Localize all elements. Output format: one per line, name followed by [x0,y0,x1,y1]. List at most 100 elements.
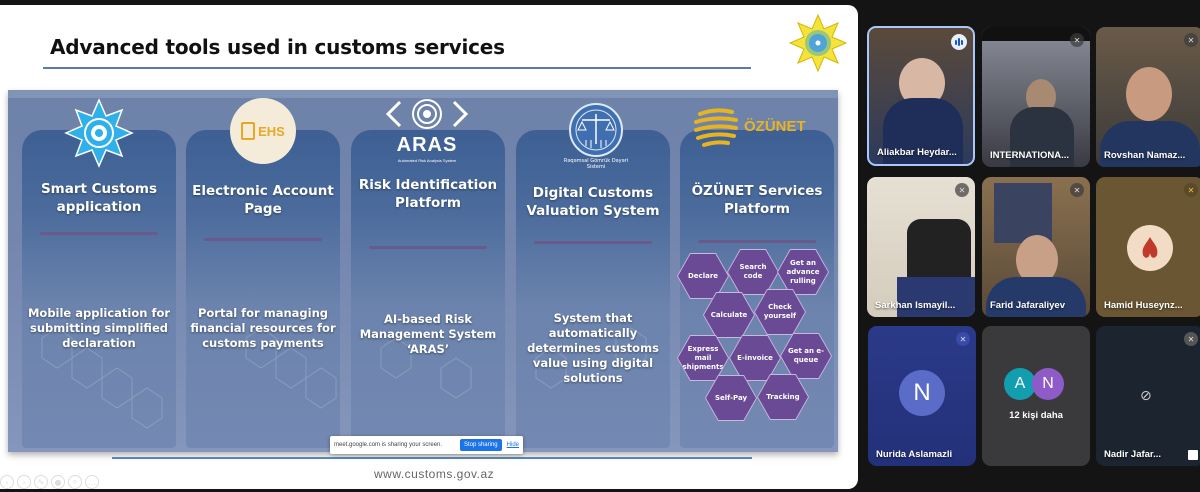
participant-name: Nadir Jafar... [1104,449,1162,460]
share-status-text: meet.google.com is sharing your screen. [334,442,443,448]
card-description: System that automatically determines cus… [527,311,659,385]
service-hex: Check yourself [755,290,805,334]
card-divider [534,241,652,244]
participant-name: Hamid Huseynz... [1104,300,1183,311]
card-divider [369,246,487,249]
participant-tile[interactable]: ✕ Hamid Huseynz... [1096,177,1200,317]
participant-tile[interactable]: ✕ Rovshan Namaz... [1096,27,1200,167]
mic-off-icon: ✕ [1184,33,1198,47]
ozunet-globe-icon [694,108,738,147]
service-hex: Tracking [758,375,808,419]
card-title: Smart Customs application [40,181,158,215]
hide-link[interactable]: Hide [506,442,519,448]
shared-slide: Advanced tools used in customs services … [0,5,858,489]
card-risk-identification: Risk Identification Platform AI-based Ri… [351,130,505,448]
card-digital-valuation: Digital Customs Valuation System System … [516,130,670,448]
mic-off-icon: ✕ [1184,183,1198,197]
customs-emblem-icon [788,13,848,73]
card-title: ÖZÜNET Services Platform [691,183,823,217]
aras-logo-subtext: Automated Risk Analysis System [397,158,457,163]
video-feed-body [897,277,975,317]
card-description: Mobile application for submitting simpli… [27,306,171,350]
video-feed-body [1010,107,1074,167]
video-feed-body [986,277,1086,317]
pip-icon[interactable] [1188,450,1198,460]
ozunet-logo-text: ÖZÜNET [744,117,806,135]
valuation-logo: Rəqəmsal Gömrük Dəyəri Sistemi [556,94,636,174]
card-title: Electronic Account Page [192,183,334,217]
service-hex: Self-Pay [706,376,756,420]
title-divider [43,67,751,69]
video-letterbox [982,27,1090,41]
more-icon[interactable]: … [85,475,99,489]
avatar: A [1004,368,1036,400]
video-feed [1016,235,1058,285]
mic-off-icon: ✕ [1070,183,1084,197]
more-participants-count: 12 kişi daha [1009,410,1063,421]
card-divider [698,240,816,243]
stop-sharing-button[interactable]: Stop sharing [459,439,502,451]
valuation-logo-text: Rəqəmsal Gömrük Dəyəri Sistemi [563,158,629,170]
card-description: AI-based Risk Management System ‘ARAS’ [359,312,497,356]
scales-icon [569,103,623,157]
card-divider [40,232,158,235]
avatar [1127,225,1173,271]
video-feed-body [883,98,963,164]
participant-name: Aliakbar Heydar... [877,147,957,158]
slide-controls: ‹ › ✎ ● ⌕ … [0,475,99,489]
aras-logo-text: ARAS [396,134,458,156]
participant-name: Farid Jafaraliyev [990,300,1065,311]
card-title: Risk Identification Platform [358,177,498,211]
ozunet-services-grid: Declare Search code Get an advance rulli… [674,249,834,425]
avatar: N [1032,368,1064,400]
video-portrait [994,183,1052,243]
slide-title: Advanced tools used in customs services [50,35,505,59]
mic-off-icon: ✕ [955,183,969,197]
zoom-icon[interactable]: ⌕ [68,475,82,489]
mic-off-icon: ✕ [1070,33,1084,47]
more-participants-tile[interactable]: A N 12 kişi daha [982,326,1090,466]
service-hex: Express mail shipments [678,336,728,380]
participant-tile[interactable]: ⊘ ✕ Nadir Jafar... [1096,326,1200,466]
service-hex: Calculate [704,293,754,337]
prev-slide-icon[interactable]: ‹ [0,475,14,489]
card-electronic-account: Electronic Account Page Portal for manag… [186,130,340,448]
participant-name: Nurida Aslamazli [876,449,953,460]
participant-name: INTERNATIONA... [990,150,1069,161]
card-smart-customs: Smart Customs application Mobile applica… [22,130,176,448]
participant-tile[interactable]: ✕ Farid Jafaraliyev [982,177,1090,317]
flame-avatar-icon [1142,237,1158,258]
participant-name: Sarkhan Ismayil... [875,300,956,311]
service-hex: Get an e-queue [781,334,831,378]
card-description: Portal for managing financial resources … [190,306,336,350]
screen-share-bar: meet.google.com is sharing your screen. … [330,436,523,454]
ehs-logo-icon: EHS [230,98,296,164]
footer-divider [112,457,752,459]
participant-tile[interactable]: N ✕ Nurida Aslamazli [868,326,976,466]
ozunet-logo: ÖZÜNET [692,104,822,148]
mic-off-icon: ✕ [1184,332,1198,346]
mic-off-icon: ✕ [956,332,970,346]
aras-logo: ARAS Automated Risk Analysis System [384,96,470,168]
card-divider [204,238,322,241]
aras-eye-icon [385,99,469,129]
participant-name: Rovshan Namaz... [1104,150,1186,161]
service-hex: Get an advance rulling [778,250,828,294]
card-title: Digital Customs Valuation System [526,185,660,219]
pen-icon[interactable]: ✎ [34,475,48,489]
video-feed [1126,67,1172,121]
website-text: www.customs.gov.az [374,467,495,481]
participant-tile[interactable]: ✕ INTERNATIONA... [982,27,1090,167]
speaking-indicator-icon [951,34,967,50]
video-feed-body [1100,121,1200,167]
ehs-logo-text: EHS [258,123,285,139]
next-slide-icon[interactable]: › [17,475,31,489]
participant-tile[interactable]: ✕ Sarkhan Ismayil... [867,177,975,317]
pointer-icon[interactable]: ● [51,475,65,489]
service-hex: Declare [678,254,728,298]
service-hex: Search code [728,250,778,294]
participant-tile[interactable]: Aliakbar Heydar... [867,26,975,166]
smart-customs-star-icon [64,98,134,168]
service-hex: E-invoice [730,336,780,380]
